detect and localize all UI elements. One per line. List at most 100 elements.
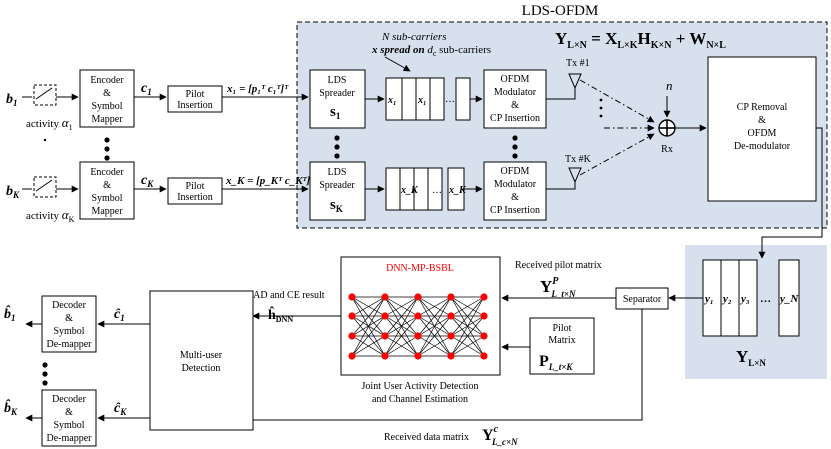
ofdm-mod-1-line-1: OFDM (501, 74, 530, 85)
dnn-edge (351, 296, 386, 357)
dnn-node (480, 312, 488, 320)
pilot-insertion-1-line-2: Insertion (177, 100, 213, 111)
lds-spreader-k (309, 161, 366, 221)
channel-path-1 (579, 79, 655, 123)
dnn-node (480, 293, 488, 301)
dnn-node (447, 352, 455, 360)
encoder-k-line-3: Symbol (91, 193, 122, 204)
ofdm-mod-1-line-3: & (511, 100, 519, 111)
dnn-node (381, 332, 389, 340)
pilot-insertion-1-line-1: Pilot (186, 89, 205, 100)
encoder-1-line-4: Mapper (91, 114, 123, 125)
users-ellipsis-encoder (104, 137, 110, 161)
x1-expression: x₁ = [p₁ᵀ c₁ᵀ]ᵀ (226, 83, 289, 95)
dnn-node (480, 332, 488, 340)
cell-1-a: x₁ (387, 95, 397, 106)
dnn-caption-2: and Channel Estimation (372, 394, 468, 405)
dnn-node (414, 332, 422, 340)
dnn-node (414, 352, 422, 360)
y2-cell: y₂ (721, 293, 732, 305)
separator-to-mud (157, 309, 643, 424)
dnn-edge (450, 335, 485, 357)
decoder-1-line-1: Decoder (52, 300, 87, 311)
pilot-insertion-k-line-2: Insertion (177, 192, 213, 203)
yn-cell: y_N (778, 293, 799, 305)
cp-removal-line-4: De-modulator (734, 141, 791, 152)
dnn-node (348, 332, 356, 340)
cell-1-b: x₁ (417, 95, 427, 106)
lds-ofdm-title: LDS-OFDM (522, 3, 599, 19)
bhat1-label: b̂1 (4, 304, 16, 323)
multi-user-detection-box (149, 290, 254, 431)
dnn-edge (417, 296, 452, 337)
pilot-matrix-box (529, 317, 595, 375)
xk-expression: x_K = [p_Kᵀ c_Kᵀ]ᵀ (225, 175, 315, 187)
users-ellipsis-lds (334, 135, 340, 159)
ofdm-modulator-k (483, 161, 547, 221)
antenna-1-icon (568, 73, 582, 90)
dnn-edge (417, 335, 452, 357)
s1-label: s1 (330, 104, 341, 121)
c1-label: c1 (141, 81, 152, 97)
lds-spreader-1 (309, 69, 366, 129)
dnn-edge (384, 296, 419, 317)
chatk-label: ĉK (114, 401, 127, 417)
dnn-node (447, 312, 455, 320)
decoder-k-line-1: Decoder (52, 394, 87, 405)
dnn-node (381, 312, 389, 320)
pilot-matrix-line-2: Matrix (548, 335, 575, 346)
sk-label: sK (330, 197, 343, 214)
dnn-edge (450, 315, 485, 357)
subcarriers-pointer (384, 56, 411, 72)
activity-k: activity αK (26, 207, 75, 224)
decoder-1-line-3: Symbol (53, 326, 84, 337)
y-vector-cells (702, 259, 800, 337)
mud-line-1: Multi-user (180, 350, 223, 361)
users-ellipsis-antenna (599, 98, 603, 118)
decoder-k-line-4: De-mapper (47, 433, 93, 444)
yn-dots: … (760, 293, 771, 305)
dnn-node (447, 293, 455, 301)
decoder-1-line-4: De-mapper (47, 339, 93, 350)
dnn-node (348, 312, 356, 320)
joint-result-symbol: ĥDNN (268, 305, 293, 324)
y3-cell: y₃ (739, 293, 750, 305)
lds-spreader-k-line-1: LDS (328, 167, 347, 178)
ofdm-mod-k-line-1: OFDM (501, 166, 530, 177)
decoder-k-line-2: & (65, 407, 73, 418)
decoder-k-line-3: Symbol (53, 420, 84, 431)
subcarriers-annotation-2: x spread on dc sub-carriers (371, 44, 491, 58)
dnn-edge (384, 296, 419, 337)
dnn-node (447, 332, 455, 340)
dnn-edge (351, 296, 386, 337)
dnn-title: DNN-MP-BSBL (386, 263, 454, 274)
dnn-node (414, 312, 422, 320)
dnn-node (348, 293, 356, 301)
bhatk-label: b̂K (4, 398, 18, 417)
dnn-edge (417, 296, 452, 357)
ofdm-mod-1-line-2: Modulator (494, 87, 537, 98)
dnn-edges (351, 296, 485, 357)
cp-removal-line-3: OFDM (748, 128, 777, 139)
pilot-matrix-symbol: PL_t×K (539, 353, 573, 372)
dnn-edge (450, 296, 485, 337)
y1-cell: y₁ (703, 293, 714, 305)
dnn-edge (384, 315, 419, 357)
ofdm-mod-k-line-3: & (511, 192, 519, 203)
subcarrier-cells-k (385, 167, 465, 211)
dnn-edge (351, 296, 386, 317)
mud-line-2: Detection (182, 363, 221, 374)
decoder-1-line-2: & (65, 313, 73, 324)
switch-1-blade (35, 87, 53, 100)
ck-label: cK (141, 173, 154, 189)
lds-spreader-1-line-2: Spreader (319, 88, 355, 99)
cp-removal-box (707, 56, 817, 202)
encoder-k-line-1: Encoder (90, 167, 124, 178)
encoder-1-line-1: Encoder (90, 75, 124, 86)
subcarriers-annotation-1: N sub-carriers (381, 31, 446, 43)
pilot-insertion-k-line-1: Pilot (186, 181, 205, 192)
cp-to-ymatrix (758, 127, 823, 259)
cp-removal-line-2: & (758, 115, 766, 126)
txk-label: Tx #K (565, 154, 592, 165)
dnn-edge (384, 296, 419, 357)
